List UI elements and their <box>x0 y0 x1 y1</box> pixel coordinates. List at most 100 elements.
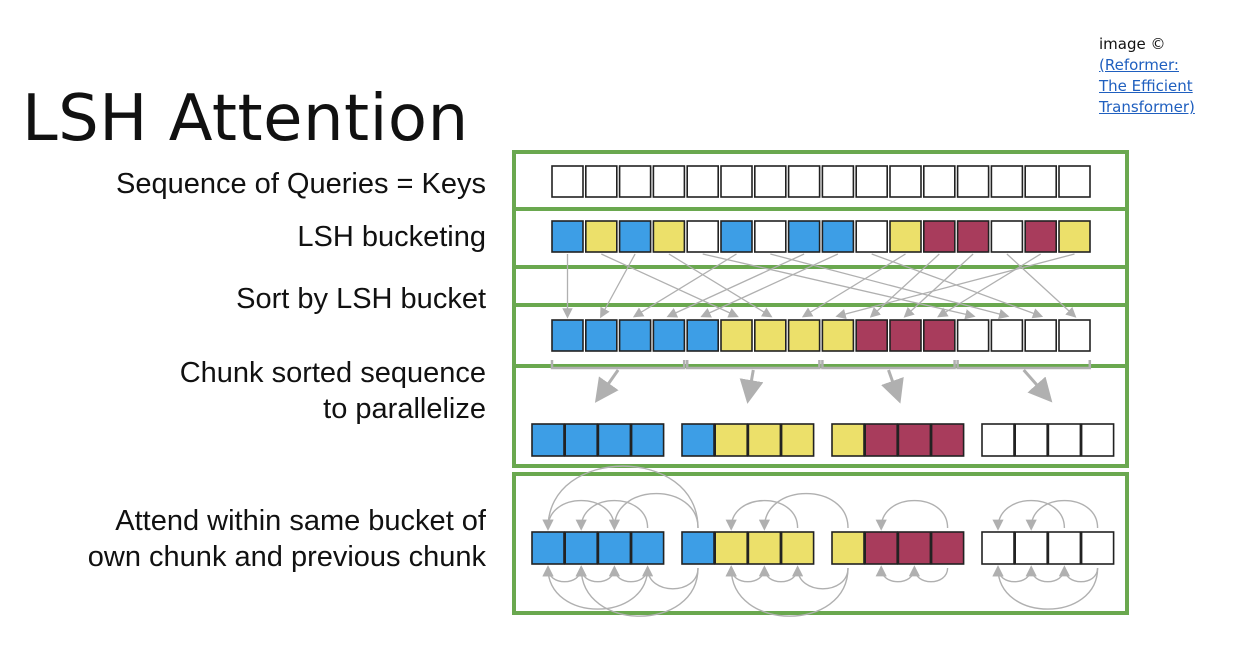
chunk-arrow <box>1022 369 1053 403</box>
sorted-cell <box>652 319 686 352</box>
bucketed-cell <box>1058 220 1091 253</box>
chunk-cell <box>780 423 815 457</box>
sort-arrow <box>869 253 940 318</box>
attention-arc-bottom <box>908 565 949 583</box>
attend-cell <box>1047 531 1082 565</box>
sorted-cell <box>753 319 787 352</box>
attention-arc-top <box>725 499 799 531</box>
label-chunk-sorted: Chunk sorted sequence to parallelize <box>180 355 486 427</box>
attention-arc-bottom <box>758 565 799 583</box>
attend-cell <box>531 531 565 565</box>
bucketed-cell <box>1024 220 1057 253</box>
label-lsh-bucketing: LSH bucketing <box>297 221 486 253</box>
chunk-cell <box>531 423 565 457</box>
attend-cell <box>1014 531 1049 565</box>
query-cell <box>922 165 956 198</box>
sort-arrow <box>770 253 1010 320</box>
attention-arc-bottom <box>575 565 699 617</box>
attention-arc-bottom <box>725 565 766 583</box>
attention-arc-bottom <box>725 565 849 617</box>
chunk-cell <box>930 423 965 457</box>
attend-cell <box>747 531 782 565</box>
chunk-arrow <box>739 369 764 404</box>
image-credit: image © (Reformer: The Efficient Transfo… <box>1099 34 1239 118</box>
label-attend-line1: Attend within same bucket of <box>115 505 486 537</box>
sort-arrow <box>700 253 839 318</box>
query-cell <box>787 165 821 198</box>
query-cell <box>956 165 990 198</box>
bucketed-cell <box>686 220 720 253</box>
chunk-arrow <box>881 369 904 404</box>
bucketed-cell <box>652 220 686 253</box>
bucketed-cell <box>855 220 889 253</box>
sorted-cell <box>787 319 821 352</box>
chunk-arrow <box>594 369 620 403</box>
credit-link[interactable]: (Reformer: The Efficient Transformer) <box>1099 55 1239 118</box>
attention-arc-bottom <box>792 565 849 590</box>
sort-arrow <box>632 253 737 318</box>
bucketed-cell <box>821 220 855 253</box>
attention-arc-bottom <box>575 565 616 583</box>
sort-arrow <box>702 253 976 320</box>
chunk-cell <box>1047 423 1082 457</box>
sort-arrow <box>937 253 1042 318</box>
sorted-cell <box>618 319 652 352</box>
attention-arc-top <box>758 492 849 531</box>
sort-arrow <box>601 253 739 318</box>
chunk-bracket <box>821 360 956 370</box>
sorted-cell <box>584 319 618 352</box>
chunk-cell <box>630 423 665 457</box>
attention-arc-bottom <box>992 565 1032 583</box>
label-attend-line2: own chunk and previous chunk <box>87 541 486 573</box>
query-cell <box>990 165 1024 198</box>
bucketed-cell <box>889 220 922 253</box>
attention-arc-top <box>875 499 949 531</box>
chunk-cell <box>897 423 932 457</box>
attention-arc-top <box>992 499 1066 531</box>
credit-link-line2: The Efficient <box>1099 77 1193 95</box>
sorted-cell <box>956 319 990 352</box>
query-cell <box>821 165 855 198</box>
chunk-cell <box>1014 423 1049 457</box>
bucketed-cell <box>720 220 753 253</box>
attention-arc-top <box>575 499 649 531</box>
query-cell <box>652 165 686 198</box>
attention-arc-bottom <box>992 565 1099 610</box>
query-cell <box>889 165 922 198</box>
sorted-cell <box>1058 319 1091 352</box>
sorted-cell <box>855 319 889 352</box>
attend-cell <box>930 531 965 565</box>
attention-arc-bottom <box>1058 565 1099 583</box>
sort-arrow <box>1006 253 1077 318</box>
sorted-cell <box>1024 319 1057 352</box>
attend-cell <box>714 531 749 565</box>
chunk-cell <box>864 423 899 457</box>
attention-arc-bottom <box>642 565 699 590</box>
sorted-cell <box>821 319 855 352</box>
chunk-cell <box>747 423 782 457</box>
query-cell <box>584 165 618 198</box>
attend-cell <box>681 531 715 565</box>
chunk-bracket <box>956 360 1092 370</box>
bucketed-cell <box>551 220 584 253</box>
sorted-cell <box>551 319 584 352</box>
attend-cell <box>864 531 899 565</box>
sort-arrow <box>801 253 906 318</box>
chunk-cell <box>981 423 1015 457</box>
sort-arrow <box>600 253 636 319</box>
sort-arrow <box>903 253 974 318</box>
attend-cell <box>897 531 932 565</box>
page-title: LSH Attention <box>22 82 469 156</box>
attention-arc-top <box>542 465 699 531</box>
query-cell <box>1058 165 1091 198</box>
label-attend-within: Attend within same bucket of own chunk a… <box>88 503 486 575</box>
attention-arc-top <box>1025 499 1099 531</box>
attention-arc-bottom <box>542 565 649 610</box>
bucketed-cell <box>584 220 618 253</box>
query-cell <box>618 165 652 198</box>
chunk-cell <box>597 423 632 457</box>
chunk-cell <box>681 423 715 457</box>
query-cell <box>686 165 720 198</box>
query-cell <box>1024 165 1057 198</box>
